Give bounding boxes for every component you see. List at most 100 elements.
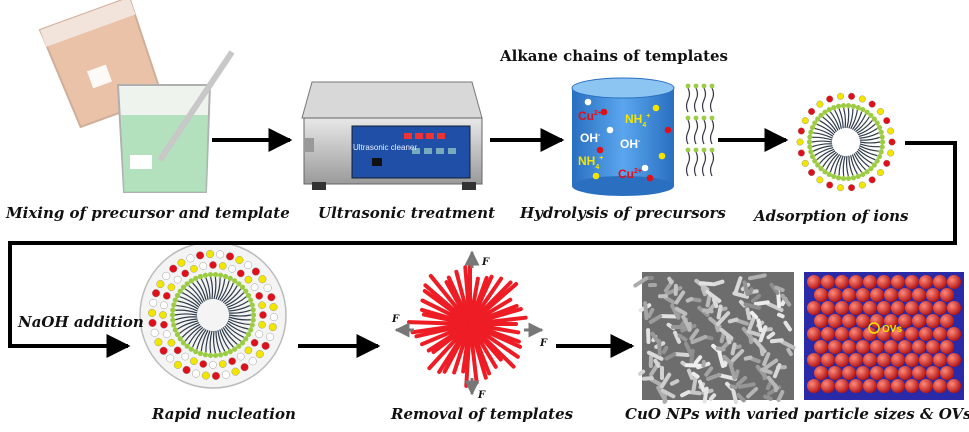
ion-bead <box>858 95 866 103</box>
sem-particle <box>700 286 707 297</box>
surfactant-chain <box>848 108 854 129</box>
sem-particle <box>763 394 773 401</box>
ion-bead <box>221 370 230 379</box>
ion-bead <box>258 320 266 329</box>
surfactant-chain <box>222 327 238 345</box>
lattice-image: OVs <box>804 272 964 400</box>
sem-particle <box>670 303 681 320</box>
sem-particle <box>680 390 691 398</box>
cylinder-ion-dot <box>664 126 672 134</box>
surfactant-head <box>855 105 861 111</box>
surfactant-head <box>879 139 886 145</box>
surfactant-chain <box>812 145 833 152</box>
surfactant-chain <box>856 120 873 134</box>
surfactant-chain <box>181 323 201 338</box>
mixing-beaker <box>116 50 235 193</box>
surfactant-chain <box>226 322 247 334</box>
surfactant-head <box>879 144 885 150</box>
sem-particle <box>646 328 651 345</box>
cylinder-ion-dot <box>652 104 660 112</box>
alkane-head <box>685 115 691 121</box>
lattice-atom <box>905 379 919 393</box>
lattice-atom <box>947 327 961 341</box>
surfactant-chain <box>812 143 833 148</box>
ion-bead <box>796 138 804 146</box>
surfactant-chain <box>228 316 251 321</box>
sem-particle <box>701 308 714 314</box>
surfactant-head <box>815 162 821 168</box>
lattice-atom <box>821 301 835 315</box>
surfactant-head <box>826 106 832 113</box>
sem-particle <box>684 341 693 356</box>
alkane-head <box>701 115 707 121</box>
ion-bead <box>808 107 816 115</box>
surfactant-chain <box>227 300 249 310</box>
ion-bead <box>808 169 816 177</box>
surfactant-head <box>835 103 842 109</box>
sem-particle <box>690 297 702 303</box>
surfactant-head <box>212 271 219 278</box>
surfactant-chain <box>829 154 841 173</box>
surfactant-chain <box>184 288 202 305</box>
surfactant-head <box>197 350 204 357</box>
label-hydrolysis: Hydrolysis of precursors <box>520 204 726 222</box>
sem-particle <box>656 385 668 403</box>
surfactant-chain <box>174 313 198 316</box>
surfactant-head <box>207 352 214 359</box>
sem-particle <box>753 300 770 306</box>
surfactant-chain <box>825 113 839 131</box>
sem-particle <box>729 384 738 390</box>
ion-bead <box>255 330 263 338</box>
surfactant-chain <box>853 113 867 131</box>
lattice-atom <box>919 379 933 393</box>
lattice-atom <box>940 288 954 302</box>
surfactant-chain <box>188 285 204 303</box>
ion-bead <box>244 346 253 355</box>
surfactant-chain <box>857 148 876 161</box>
sem-particle <box>758 325 768 343</box>
sem-particle <box>749 310 759 320</box>
surfactant-head <box>250 312 257 318</box>
sem-particle <box>730 349 745 363</box>
surfactant-chain <box>859 143 880 148</box>
sem-particle <box>731 389 738 405</box>
lattice-atom <box>905 327 919 341</box>
ion-bead <box>269 303 278 312</box>
surfactant-head <box>879 134 885 140</box>
ion-bead <box>797 149 805 157</box>
surfactant-head <box>878 149 884 155</box>
nh4-ion-bottom: NH4+ <box>578 154 603 171</box>
surfactant-chain <box>859 141 881 144</box>
surfactant-head <box>243 336 249 342</box>
surfactant-head <box>243 288 249 294</box>
sem-particle <box>761 358 779 372</box>
ion-bead <box>173 275 182 284</box>
sem-particle <box>659 314 678 319</box>
surfactant-head <box>245 331 252 338</box>
ion-bead <box>191 369 200 378</box>
oh-ion-right: OH- <box>620 137 641 151</box>
surfactant-head <box>217 272 224 278</box>
sem-particle <box>711 297 719 309</box>
sem-particle <box>686 368 694 381</box>
lattice-atom <box>877 275 891 289</box>
alkane-chain <box>701 87 707 113</box>
ion-bead <box>258 301 266 310</box>
sem-particle <box>765 301 784 312</box>
flow-arrows <box>8 128 957 358</box>
surfactant-head <box>172 297 178 303</box>
lattice-atom <box>891 275 905 289</box>
surfactant-head <box>174 292 181 299</box>
ion-bead <box>258 275 267 284</box>
surfactant-head <box>845 102 852 109</box>
sem-particle <box>648 314 663 324</box>
sem-particle <box>706 372 722 381</box>
surfactant-chain <box>227 320 249 330</box>
lattice-atom <box>835 327 849 341</box>
sem-particle <box>674 290 686 305</box>
lattice-atom <box>898 288 912 302</box>
lattice-atom <box>870 340 884 354</box>
sem-particle <box>717 351 725 369</box>
ion-bead <box>250 338 259 347</box>
lattice-atom <box>807 327 821 341</box>
